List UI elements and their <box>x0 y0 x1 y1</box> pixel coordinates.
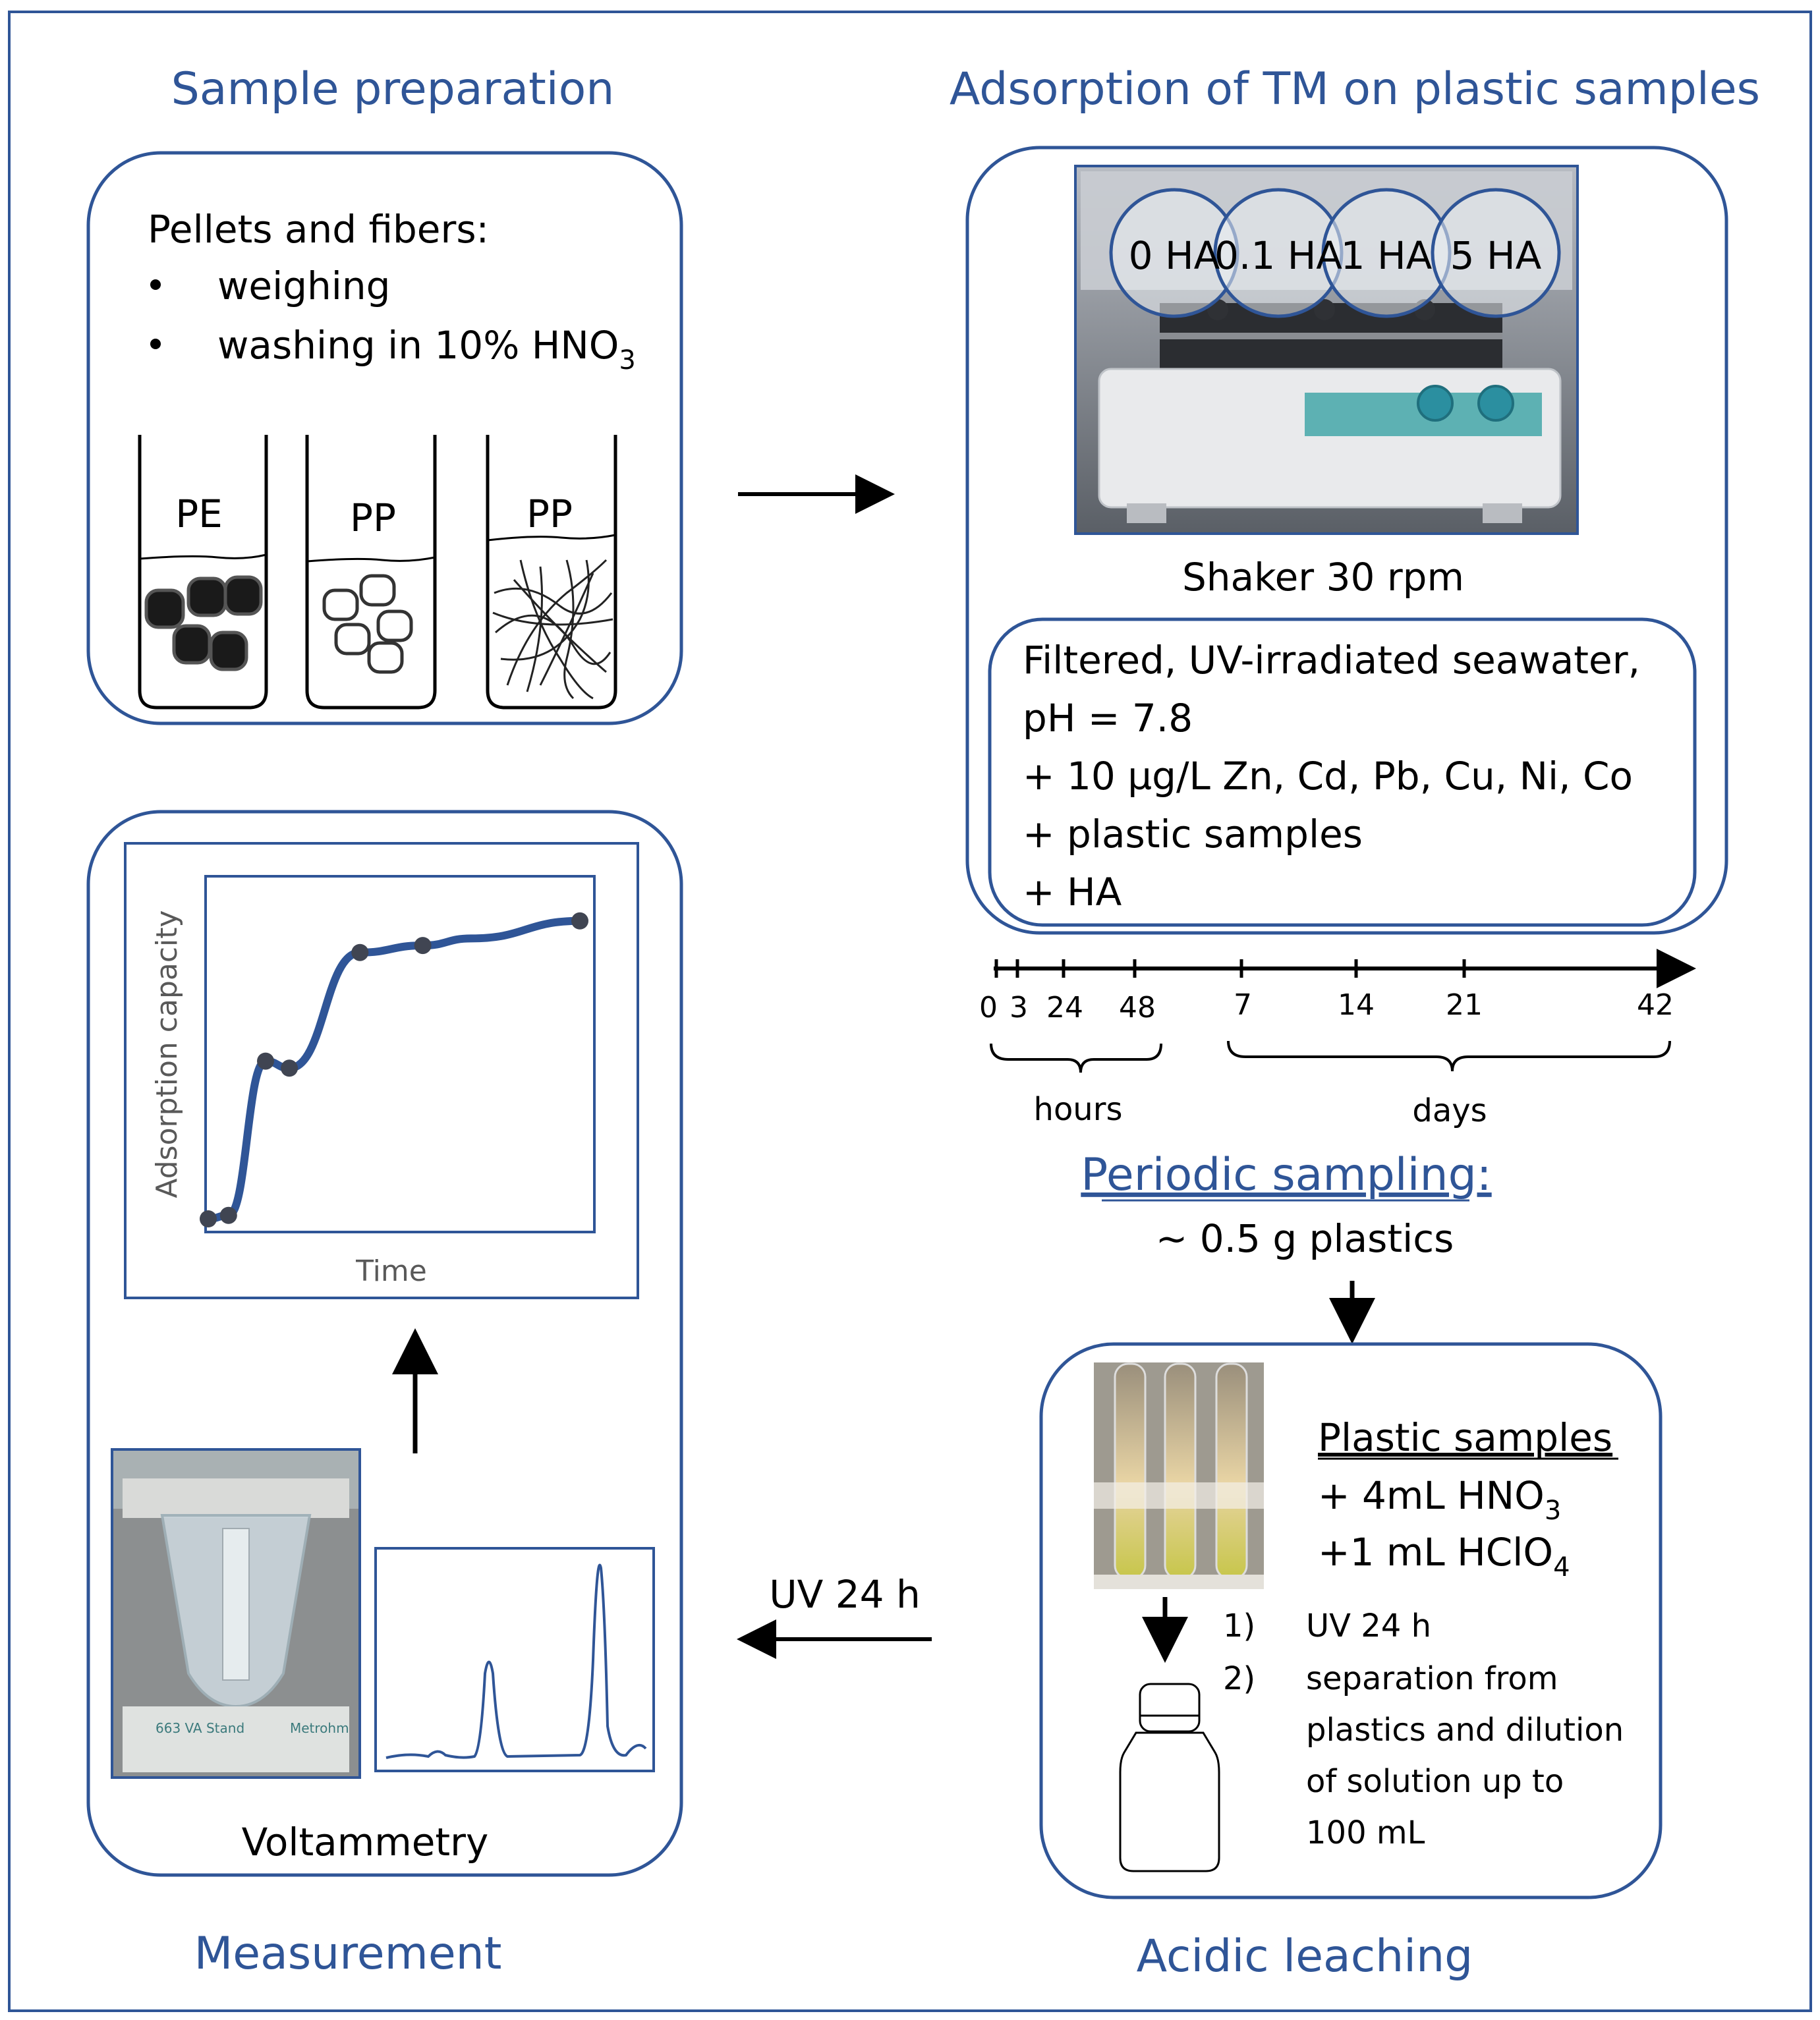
chart-point <box>351 943 369 961</box>
beaker-pe: PE <box>138 435 268 710</box>
voltammetry-stand-photo <box>111 1448 361 1779</box>
flask-label-0: 0 HA <box>1129 233 1220 278</box>
hours-brace <box>990 1043 1162 1073</box>
tick-day-42: 42 <box>1637 988 1674 1022</box>
beaker-label-pp-2: PP <box>526 491 573 536</box>
beaker-pp-pellets: PP <box>305 435 437 710</box>
days-brace <box>1227 1040 1671 1072</box>
beaker-label-pp-1: PP <box>350 495 396 540</box>
leaching-heading: Plastic samples <box>1318 1415 1612 1460</box>
chart-point <box>571 912 588 930</box>
chart-point <box>219 1206 237 1224</box>
chart-xlabel: Time <box>355 1254 427 1288</box>
leaching-step-2-line-3: of solution up to <box>1306 1763 1564 1800</box>
pellets-heading: Pellets and fibers: <box>148 207 489 252</box>
acidic-leaching-box <box>1039 1342 1663 1899</box>
step-number-1: 1) <box>1223 1608 1255 1644</box>
adsorption-box <box>965 146 1728 935</box>
measurement-title: Measurement <box>194 1928 502 1980</box>
condition-line-5: + HA <box>1023 870 1122 914</box>
step-weighing: weighing <box>217 264 391 308</box>
adsorption-title: Adsorption of TM on plastic samples <box>950 63 1760 115</box>
bottle-icon <box>1119 1683 1220 1872</box>
leaching-step-2-line-4: 100 mL <box>1306 1814 1425 1851</box>
leaching-step-1: UV 24 h <box>1306 1608 1431 1644</box>
reagent-hclo4: +1 mL HClO4 <box>1318 1530 1570 1583</box>
flask-label-2: 1 HA <box>1341 233 1433 278</box>
sampling-amount: ~ 0.5 g plastics <box>1156 1216 1454 1261</box>
step-washing: washing in 10% HNO3 <box>217 323 636 376</box>
flask-circles <box>1109 188 1561 318</box>
shaker-caption: Shaker 30 rpm <box>1182 555 1464 600</box>
chart-point <box>257 1052 274 1070</box>
chart-point <box>200 1210 217 1227</box>
beaker-pp-fibers: PP <box>486 435 617 710</box>
chart-point <box>414 937 432 955</box>
tick-day-21: 21 <box>1446 988 1483 1022</box>
periodic-sampling-title: Periodic sampling: <box>1081 1149 1491 1201</box>
tick-hour-24: 24 <box>1046 991 1083 1024</box>
stand-label: 663 VA Stand <box>156 1720 244 1736</box>
outer-frame <box>8 11 1812 2012</box>
flask-label-3: 5 HA <box>1450 233 1542 278</box>
step-number-2: 2) <box>1223 1660 1255 1697</box>
tick-day-14: 14 <box>1338 988 1375 1022</box>
chart-points <box>200 912 588 1227</box>
hours-label: hours <box>1034 1091 1123 1128</box>
voltammetry-caption: Voltammetry <box>242 1820 489 1865</box>
days-label: days <box>1412 1092 1487 1129</box>
vials-photo <box>1094 1362 1264 1589</box>
bullet-icon <box>150 279 161 290</box>
reagent-hno3: + 4mL HNO3 <box>1318 1473 1561 1526</box>
transfer-label: UV 24 h <box>769 1572 921 1617</box>
tick-day-7: 7 <box>1234 988 1252 1022</box>
chart-frame <box>124 842 639 1299</box>
flask-label-1: 0.1 HA <box>1214 233 1342 278</box>
sample-preparation-box <box>86 151 683 725</box>
sample-preparation-title: Sample preparation <box>171 63 615 115</box>
voltammogram-trace <box>385 1563 647 1759</box>
leaching-step-2-line-1: separation from <box>1306 1660 1558 1697</box>
beaker-label-pe: PE <box>175 491 223 536</box>
voltammogram-frame <box>374 1547 655 1772</box>
tick-hour-3: 3 <box>1010 991 1028 1024</box>
condition-line-4: + plastic samples <box>1023 812 1363 856</box>
brand-label: Metrohm <box>290 1720 349 1736</box>
bullet-icon <box>150 339 161 349</box>
fibers <box>492 559 613 700</box>
tick-hour-48: 48 <box>1119 991 1156 1024</box>
acidic-leaching-title: Acidic leaching <box>1137 1930 1473 1982</box>
measurement-box <box>86 810 683 1877</box>
timeline <box>994 949 1696 988</box>
tick-hour-0: 0 <box>979 991 998 1024</box>
leaching-step-2-line-2: plastics and dilution <box>1306 1712 1624 1749</box>
condition-line-3: + 10 µg/L Zn, Cd, Pb, Cu, Ni, Co <box>1023 754 1633 799</box>
clear-pellets <box>322 574 413 674</box>
chart-ylabel: Adsorption capacity <box>150 910 184 1198</box>
chart-point <box>281 1059 299 1077</box>
condition-line-1: Filtered, UV-irradiated seawater, <box>1023 638 1640 683</box>
black-pellets <box>144 575 263 671</box>
chart-series-line <box>204 916 584 1223</box>
conditions-box <box>988 617 1697 927</box>
chart-plot-area <box>204 875 596 1233</box>
condition-line-2: pH = 7.8 <box>1023 696 1193 741</box>
